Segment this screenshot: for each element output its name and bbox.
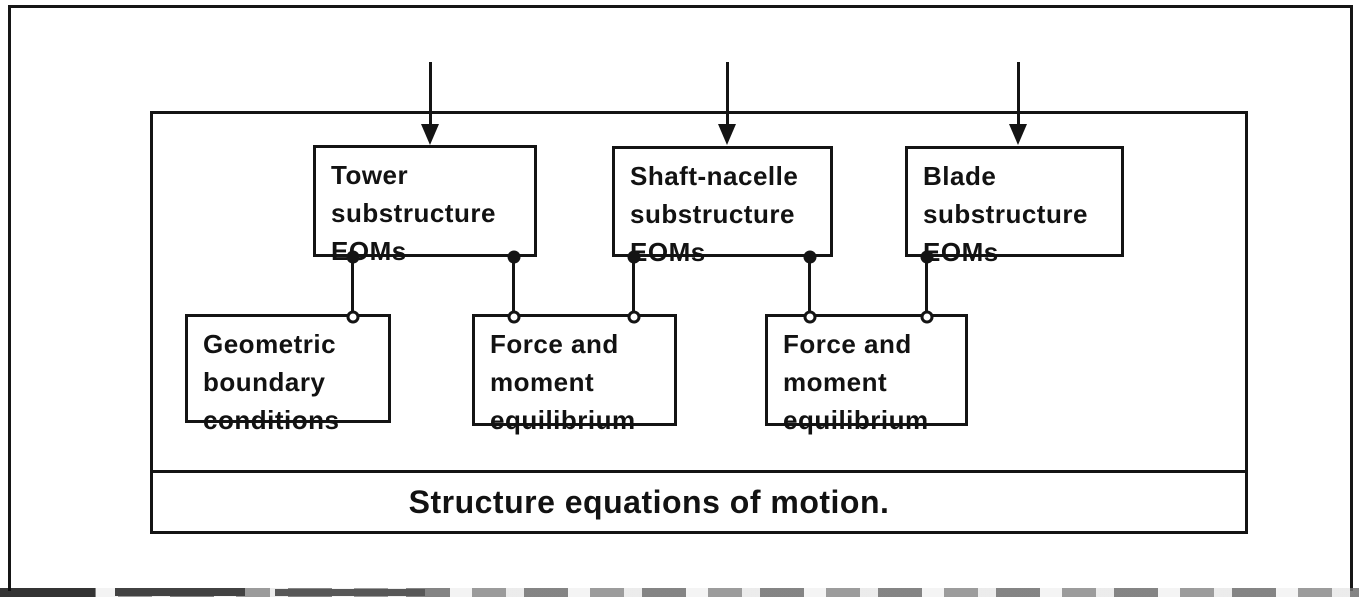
connector-tower-force1: [507, 250, 520, 324]
box-tower-substructure-eoms: Tower substructure EOMs: [313, 145, 537, 266]
down-arrow-icon: [421, 124, 439, 145]
arrow-shaft: [725, 62, 729, 126]
connector-ring-icon: [507, 310, 520, 324]
connector-ring-icon: [920, 310, 933, 324]
box-geometric-boundary-conditions: Geometric boundary conditions: [185, 314, 391, 435]
caption-bar: Structure equations of motion.: [150, 470, 1248, 534]
arrow-shaft: [1016, 62, 1020, 126]
box-shaft-nacelle-substructure-eoms: Shaft-nacelle substructure EOMs: [612, 146, 833, 267]
container-caption: Structure equations of motion.: [408, 483, 890, 520]
connector-ring-icon: [346, 310, 359, 324]
scan-artifact-segment: [0, 588, 95, 597]
box-force-moment-equilibrium-1: Force and moment equilibrium: [472, 314, 677, 435]
scan-artifact-band: [0, 588, 1359, 597]
scan-artifact-segment: [275, 589, 425, 596]
connector-blade-force2: [920, 250, 933, 324]
connector-shaft-force1: [627, 250, 640, 324]
down-arrow-icon: [718, 124, 736, 145]
connector-ring-icon: [627, 310, 640, 324]
connector-dot-icon: [803, 250, 816, 264]
down-arrow-icon: [1009, 124, 1027, 145]
connector-dot-icon: [507, 250, 520, 264]
connector-tower-geometric: [346, 250, 359, 324]
connector-dot-icon: [627, 250, 640, 264]
connector-ring-icon: [803, 310, 816, 324]
box-force-moment-equilibrium-2: Force and moment equilibrium: [765, 314, 968, 435]
connector-shaft-force2: [803, 250, 816, 324]
scan-artifact-segment: [115, 588, 245, 596]
arrow-shaft: [428, 62, 432, 126]
box-blade-substructure-eoms: Blade substructure EOMs: [905, 146, 1124, 267]
connector-dot-icon: [346, 250, 359, 264]
outer-frame: [8, 5, 1353, 591]
connector-dot-icon: [920, 250, 933, 264]
